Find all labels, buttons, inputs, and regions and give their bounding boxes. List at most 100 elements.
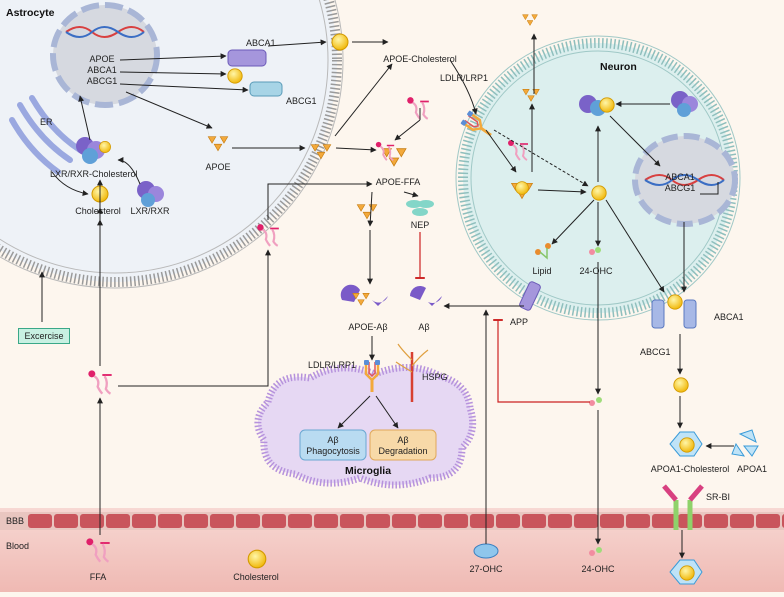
bbb-label: BBB — [6, 516, 24, 526]
neuron-label: Neuron — [600, 61, 637, 73]
neuron-gene-abca1: ABCA1 — [665, 172, 695, 182]
apoa1-cholesterol-label: APOA1-Cholesterol — [651, 464, 730, 474]
apoe-ab-label: APOE-Aβ — [348, 322, 387, 332]
bbb-brick — [366, 514, 390, 528]
24-ohc-icon — [589, 247, 601, 255]
apoa1-blood-icon — [669, 559, 703, 585]
cholesterol-blood-label: Cholesterol — [233, 572, 279, 582]
ab-label: Aβ — [418, 322, 429, 332]
ab-icon — [410, 286, 442, 306]
phagocytosis-box — [299, 429, 367, 461]
neuron-nucleus — [632, 133, 738, 227]
bbb-brick — [418, 514, 442, 528]
inhibition-lines — [415, 232, 590, 403]
blood-label: Blood — [6, 541, 29, 551]
exercise-box: Excercise — [18, 328, 70, 344]
bbb-brick — [756, 514, 780, 528]
bbb-brick — [626, 514, 650, 528]
bbb-brick — [80, 514, 104, 528]
bbb-brick — [496, 514, 520, 528]
27-ohc-icon — [473, 543, 499, 559]
24-ohc-mid-icon — [589, 397, 602, 406]
neuron-cholesterol-icon — [591, 185, 607, 201]
sr-bi-label: SR-BI — [706, 492, 730, 502]
astrocyte-label: Astrocyte — [6, 7, 55, 19]
bbb-brick — [600, 514, 624, 528]
ffa-blood-label: FFA — [90, 572, 107, 582]
app-label: APP — [510, 317, 528, 327]
bbb-brick — [522, 514, 546, 528]
24-ohc-label: 24-OHC — [579, 266, 613, 276]
abcg1-label: ABCG1 — [286, 96, 317, 106]
24-ohc-blood-icon — [589, 547, 602, 556]
nep-label: NEP — [411, 220, 430, 230]
neuron-lxr-cholesterol-icon — [579, 95, 615, 116]
neuron-lxr-rxr-icon — [671, 91, 698, 117]
neuron-ldlr-label: LDLR/LRP1 — [440, 73, 488, 83]
27-ohc-label: 27-OHC — [469, 564, 503, 574]
microglia-label: Microglia — [345, 465, 391, 477]
lxr-rxr-label: LXR/RXR — [130, 206, 170, 216]
neuron-abca1-label: ABCA1 — [714, 312, 744, 322]
bbb-brick — [288, 514, 312, 528]
lipid-icon — [535, 243, 551, 260]
apoe-ab-complex-icon — [340, 284, 388, 306]
degradation-line1: Aβ — [397, 435, 408, 445]
phagocytosis-line2: Phagocytosis — [306, 446, 360, 456]
sr-bi-icon — [662, 484, 704, 530]
cholesterol-efflux-icon — [227, 68, 243, 84]
bbb-brick — [652, 514, 676, 528]
ffa-free-icon — [406, 96, 430, 120]
cholesterol-free-icon — [331, 33, 349, 51]
astro-gene-abcg1: ABCG1 — [87, 76, 118, 86]
cholesterol-label: Cholesterol — [75, 206, 121, 216]
er-icon — [9, 95, 83, 175]
bbb-brick — [236, 514, 260, 528]
abca1-transporter-icon — [227, 49, 267, 67]
apoe-exit-icon — [522, 9, 538, 26]
bbb-brick — [54, 514, 78, 528]
apoe-cholesterol-label: APOE-Cholesterol — [383, 54, 457, 64]
hspg-icon — [395, 343, 429, 402]
bbb-brick — [28, 514, 52, 528]
labels: Astrocyte APOE ABCA1 ABCG1 ER LXR/RXR-Ch… — [6, 7, 767, 582]
lipid-label: Lipid — [532, 266, 551, 276]
bbb-brick — [730, 514, 754, 528]
bbb-brick — [210, 514, 234, 528]
bbb-wall — [0, 512, 784, 530]
neuron-gene-abcg1: ABCG1 — [665, 183, 696, 193]
neuron-abcg1-label: ABCG1 — [640, 347, 671, 357]
abca1-label: ABCA1 — [246, 38, 276, 48]
exercise-label: Excercise — [24, 331, 64, 341]
hspg-label: HSPG — [422, 372, 448, 382]
lxr-cholesterol-complex-icon — [76, 137, 111, 164]
bbb-brick — [444, 514, 468, 528]
24-ohc-blood-label: 24-OHC — [581, 564, 615, 574]
astrocyte-nucleus — [50, 2, 160, 108]
astro-gene-abca1: ABCA1 — [87, 65, 117, 75]
bbb-brick — [470, 514, 494, 528]
bbb-brick — [314, 514, 338, 528]
apoa1-label: APOA1 — [737, 464, 767, 474]
degradation-line2: Degradation — [378, 446, 427, 456]
apoe-lower-icon — [356, 197, 378, 220]
neuron-abca1-icon — [651, 294, 697, 329]
pathway-arrows — [39, 33, 734, 559]
apoe-label: APOE — [205, 162, 230, 172]
bbb-brick — [392, 514, 416, 528]
bbb-brick — [262, 514, 286, 528]
astro-gene-apoe: APOE — [89, 54, 114, 64]
nep-icon — [406, 200, 434, 216]
apoa1-cholesterol-icon — [669, 431, 703, 457]
bbb-brick — [184, 514, 208, 528]
lxr-cholesterol-label: LXR/RXR-Cholesterol — [50, 169, 138, 179]
apoa1-icon — [731, 429, 759, 457]
er-label: ER — [40, 117, 53, 127]
cholesterol-blood-icon — [247, 549, 267, 569]
lxr-rxr-icon — [137, 181, 164, 207]
bbb-brick — [132, 514, 156, 528]
phagocytosis-line1: Aβ — [327, 435, 338, 445]
bbb-brick — [340, 514, 364, 528]
